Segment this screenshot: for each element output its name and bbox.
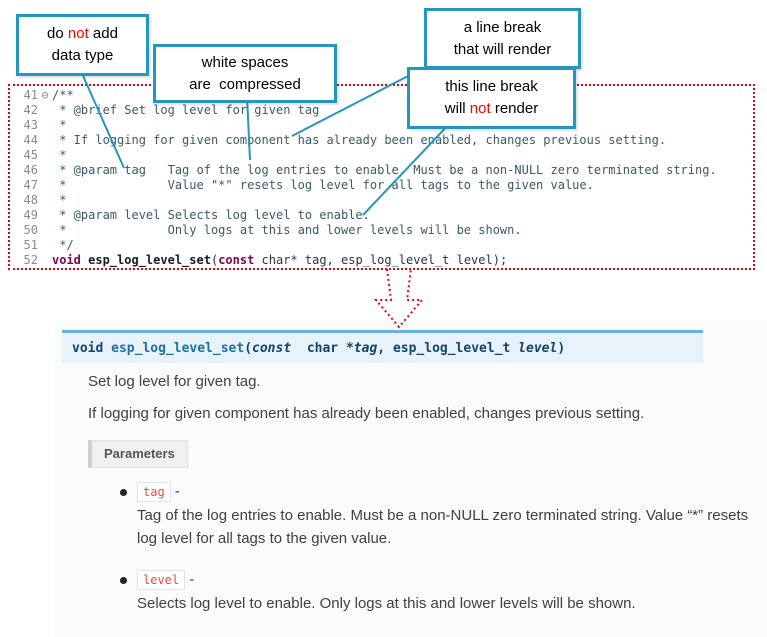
- renders-to-arrow-icon: [373, 268, 425, 329]
- callout-line-break-renders: a line break that will render: [424, 8, 581, 69]
- fold-column: [38, 103, 52, 118]
- fold-column: [38, 253, 52, 268]
- fold-column: [38, 208, 52, 223]
- line-number: 41: [23, 88, 38, 102]
- code-text: *: [52, 148, 67, 162]
- code-text: * If logging for given component has alr…: [52, 133, 667, 147]
- code-line: 49 * @param level Selects log level to e…: [12, 208, 753, 223]
- code-text: /**: [52, 88, 74, 102]
- param-desc-level: Selects log level to enable. Only logs a…: [137, 595, 636, 612]
- code-editor: 41⊖/** 42 * @brief Set log level for giv…: [8, 84, 755, 270]
- param-separator: -: [170, 483, 180, 500]
- line-number: 48: [23, 193, 38, 207]
- code-line: 46 * @param tag Tag of the log entries t…: [12, 163, 753, 178]
- fold-column: [38, 118, 52, 133]
- callout-line-break-not-render: this line break will not render: [407, 67, 576, 129]
- doc-detail-paragraph: If logging for given component has alrea…: [88, 405, 645, 422]
- sig-punctuation: ): [557, 341, 566, 356]
- code-line: 41⊖/**: [12, 88, 753, 103]
- code-text: * @param level Selects log level to enab…: [52, 208, 370, 222]
- function-signature: void esp_log_level_set(const char *tag, …: [62, 330, 703, 363]
- code-line: 45 *: [12, 148, 753, 163]
- line-number: 45: [23, 148, 38, 162]
- code-text: * Only logs at this and lower levels wil…: [52, 223, 522, 237]
- sig-arg-level: level: [518, 341, 558, 356]
- line-number: 51: [23, 238, 38, 252]
- sig-punctuation: ,: [377, 341, 393, 356]
- callout-text: do not add: [47, 25, 118, 43]
- callout-text: this line break: [445, 78, 538, 96]
- sig-keyword-void: void: [72, 341, 112, 356]
- keyword-const: const: [218, 253, 255, 267]
- code-line-declaration: 52 void esp_log_level_set(const char* tag…: [12, 253, 753, 268]
- code-line: 50 * Only logs at this and lower levels …: [12, 223, 753, 238]
- line-number: 50: [23, 223, 38, 237]
- line-number: 49: [23, 208, 38, 222]
- callout-text: white spaces: [201, 53, 289, 71]
- fold-column: [38, 133, 52, 148]
- code-text: * @param tag Tag of the log entries to e…: [52, 163, 717, 177]
- function-name: esp_log_level_set: [88, 253, 211, 267]
- param-desc-tag: Tag of the log entries to enable. Must b…: [137, 507, 749, 547]
- line-number: 43: [23, 118, 38, 132]
- callout-text: data type: [51, 47, 114, 64]
- keyword-void: void: [52, 253, 89, 267]
- parameters-label: Parameters: [88, 440, 188, 468]
- fold-column: [38, 238, 52, 253]
- sig-arg-tag: tag: [353, 341, 378, 356]
- param-item-tag: tag -: [137, 482, 180, 502]
- code-text: */: [52, 238, 74, 252]
- line-number: 44: [23, 133, 38, 147]
- line-number: 42: [23, 103, 38, 117]
- bullet-icon: [120, 577, 127, 584]
- fold-column: [38, 163, 52, 178]
- callout-whitespace-compressed: white spaces are compressed: [153, 44, 337, 103]
- code-line: 43 *: [12, 118, 753, 133]
- code-text: *: [52, 118, 67, 132]
- code-line: 51 */: [12, 238, 753, 253]
- callout-text: that will render: [453, 40, 552, 58]
- param-chip-level: level: [137, 570, 186, 590]
- fold-marker-icon: ⊖: [41, 88, 49, 102]
- sig-punctuation: (: [244, 341, 253, 356]
- sig-keyword-const: const: [252, 341, 292, 356]
- line-number: 52: [23, 253, 38, 267]
- callout-do-not-add-data-type: do not add data type: [16, 14, 149, 76]
- line-number: 47: [23, 178, 38, 192]
- code-text: *: [52, 193, 67, 207]
- arguments-text: char* tag, esp_log_level_t level);: [254, 253, 508, 267]
- fold-column: [38, 178, 52, 193]
- code-text: * @brief Set log level for given tag: [52, 103, 320, 117]
- callout-text: are compressed: [189, 75, 301, 93]
- code-line: 42 * @brief Set log level for given tag: [12, 103, 753, 118]
- param-separator: -: [185, 571, 195, 588]
- punctuation: (: [210, 253, 219, 267]
- param-chip-tag: tag: [137, 482, 171, 502]
- fold-column: [38, 193, 52, 208]
- bullet-icon: [120, 489, 127, 496]
- fold-column: [38, 148, 52, 163]
- callout-text: a line break: [463, 18, 542, 36]
- sig-type: char *: [291, 341, 354, 356]
- code-text: * Value "*" resets log level for all tag…: [52, 178, 594, 192]
- line-number: 46: [23, 163, 38, 177]
- doc-brief-paragraph: Set log level for given tag.: [88, 373, 261, 390]
- fold-column: [38, 223, 52, 238]
- code-line: 44 * If logging for given component has …: [12, 133, 753, 148]
- sig-function-name: esp_log_level_set: [111, 341, 245, 356]
- code-line: 48 *: [12, 193, 753, 208]
- sig-type: esp_log_level_t: [392, 341, 519, 356]
- callout-text: will not render: [444, 100, 539, 117]
- param-item-level: level -: [137, 570, 194, 590]
- code-line: 47 * Value "*" resets log level for all …: [12, 178, 753, 193]
